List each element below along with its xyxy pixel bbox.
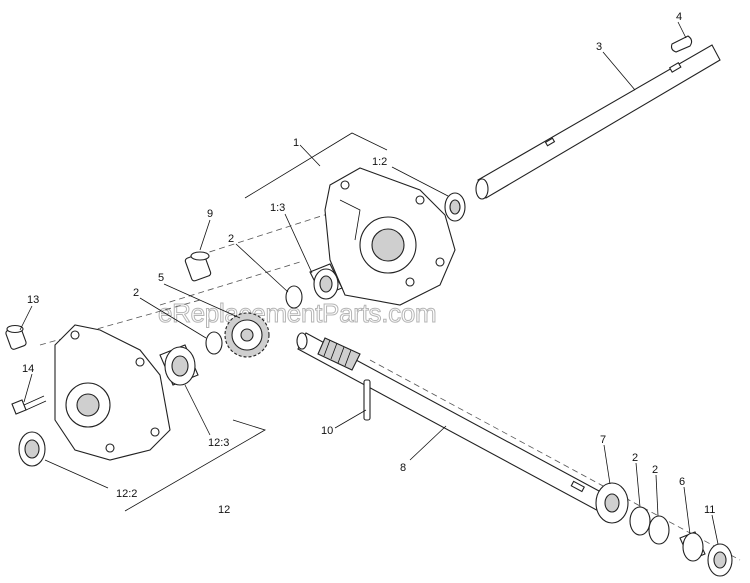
callout-1: 1 <box>293 137 299 149</box>
part-3-upper-shaft <box>475 44 721 200</box>
callout-13: 13 <box>27 294 39 306</box>
callout-2-right-1: 2 <box>632 452 638 464</box>
callout-4: 4 <box>676 11 682 23</box>
part-2-washer-right-2 <box>648 515 670 545</box>
part-1-2-seal <box>444 192 466 222</box>
callout-2-right-2: 2 <box>652 464 658 476</box>
callout-11: 11 <box>704 504 715 516</box>
bracket-part-1 <box>244 132 388 199</box>
callout-14: 14 <box>22 363 34 375</box>
part-2-washer-right-1 <box>629 506 651 536</box>
callout-9: 9 <box>207 208 213 220</box>
part-2-washer-left <box>205 331 223 355</box>
part-12-left-housing <box>54 324 171 461</box>
callout-1-2: 1:2 <box>372 156 387 168</box>
part-10-pin <box>363 379 371 421</box>
callout-8: 8 <box>400 462 406 474</box>
part-2-washer-upper <box>285 285 303 309</box>
callout-3: 3 <box>596 41 602 53</box>
part-13-sleeve <box>5 324 27 350</box>
callout-1-3: 1:3 <box>270 202 285 214</box>
callout-12: 12 <box>218 504 230 516</box>
part-7-bearing <box>595 482 629 524</box>
part-12-3-bushing <box>159 344 199 386</box>
callout-10: 10 <box>321 425 333 437</box>
part-5-gear <box>224 312 270 358</box>
callout-5: 5 <box>158 272 164 284</box>
callout-6: 6 <box>679 476 685 488</box>
callout-2-left: 2 <box>133 287 139 299</box>
callout-7: 7 <box>600 434 606 446</box>
callout-labels: 1 1:2 1:3 2 3 4 5 9 2 13 14 12:3 12:2 12… <box>22 11 715 516</box>
callout-12-3: 12:3 <box>208 437 229 449</box>
part-12-2-seal <box>18 431 46 467</box>
part-6-bushing <box>679 531 706 562</box>
part-8-lower-shaft <box>296 332 613 515</box>
part-1-right-housing <box>324 167 456 306</box>
part-1-3-bushing <box>309 263 343 300</box>
callout-2-upper: 2 <box>228 233 234 245</box>
part-9-bushing <box>184 251 212 282</box>
leader-lines <box>19 21 719 545</box>
part-14-bolt <box>11 395 47 415</box>
bracket-part-12 <box>124 419 266 512</box>
part-4-key <box>670 35 693 53</box>
alignment-lines <box>39 209 741 561</box>
part-11-seal <box>707 543 733 577</box>
callout-12-2: 12:2 <box>116 488 137 500</box>
